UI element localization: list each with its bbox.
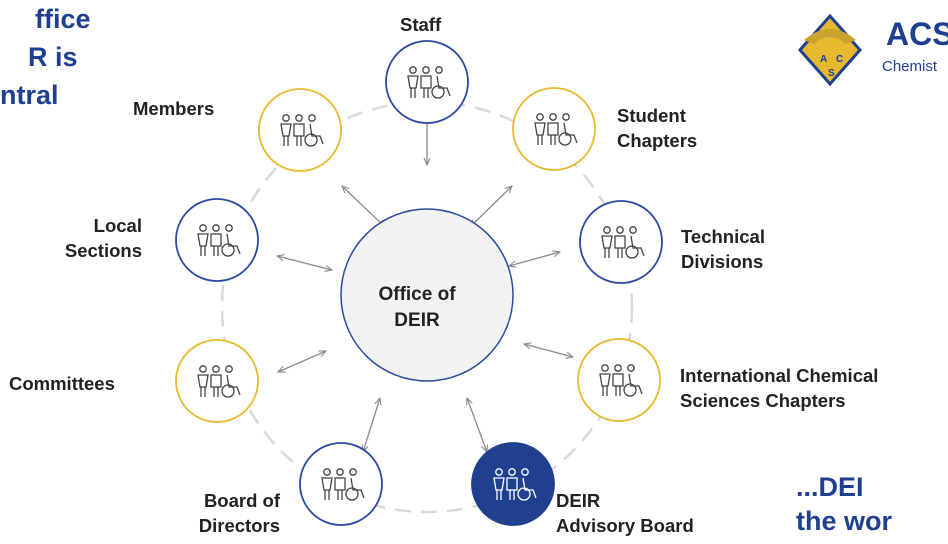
node-members (258, 88, 342, 172)
node-circle (385, 40, 469, 124)
node-technical-divisions (579, 200, 663, 284)
node-circle (175, 198, 259, 282)
connection-arrows (277, 110, 573, 452)
node-board-of-directors (299, 442, 383, 526)
node-label-deir-advisory-board: DEIR Advisory Board (556, 490, 694, 536)
node-circle (512, 87, 596, 171)
node-circle (175, 339, 259, 423)
node-local-sections (175, 198, 259, 282)
node-label-technical-divisions: Technical Divisions (681, 226, 765, 272)
stakeholder-nodes (175, 40, 663, 526)
node-label-committees: Committees (9, 373, 115, 394)
node-circle (579, 200, 663, 284)
node-circle (299, 442, 383, 526)
acs-logo-icon: A C S (797, 13, 863, 87)
bidirectional-arrow (509, 252, 560, 266)
svg-text:C: C (836, 54, 843, 65)
node-label-staff: Staff (400, 14, 442, 35)
logo-subtext: Chemist (882, 58, 938, 75)
node-label-international-chapters: International Chemical Sciences Chapters (680, 365, 879, 411)
bidirectional-arrow (524, 344, 573, 357)
node-circle (471, 442, 555, 526)
logo-text: ACS (886, 16, 948, 52)
node-committees (175, 339, 259, 423)
center-node-label: Office of DEIR (378, 284, 456, 331)
bidirectional-arrow (363, 398, 380, 452)
side-heading-line-2: R is (28, 42, 78, 72)
node-deir-advisory-board (471, 442, 555, 526)
side-heading-line-3: ntral (0, 80, 59, 110)
node-staff (385, 40, 469, 124)
bidirectional-arrow (278, 350, 326, 373)
bidirectional-arrow (470, 186, 512, 227)
svg-text:S: S (828, 68, 835, 79)
bidirectional-arrow (342, 186, 385, 227)
node-label-student-chapters: Student Chapters (617, 105, 698, 151)
node-label-members: Members (133, 98, 215, 119)
closing-statement: ...DEI the wor (796, 472, 893, 536)
side-heading-line-1: ffice (35, 4, 91, 34)
center-node (340, 208, 514, 382)
bidirectional-arrow (277, 256, 332, 270)
node-circle (577, 338, 661, 422)
bidirectional-arrow (467, 398, 487, 452)
node-label-board-of-directors: Board of Directors (198, 490, 280, 536)
node-student-chapters (512, 87, 596, 171)
svg-text:A: A (820, 54, 827, 65)
node-international-chapters (577, 338, 661, 422)
node-circle (258, 88, 342, 172)
node-label-local-sections: Local Sections (64, 215, 142, 261)
side-heading: ffice R is ntral (0, 0, 110, 114)
